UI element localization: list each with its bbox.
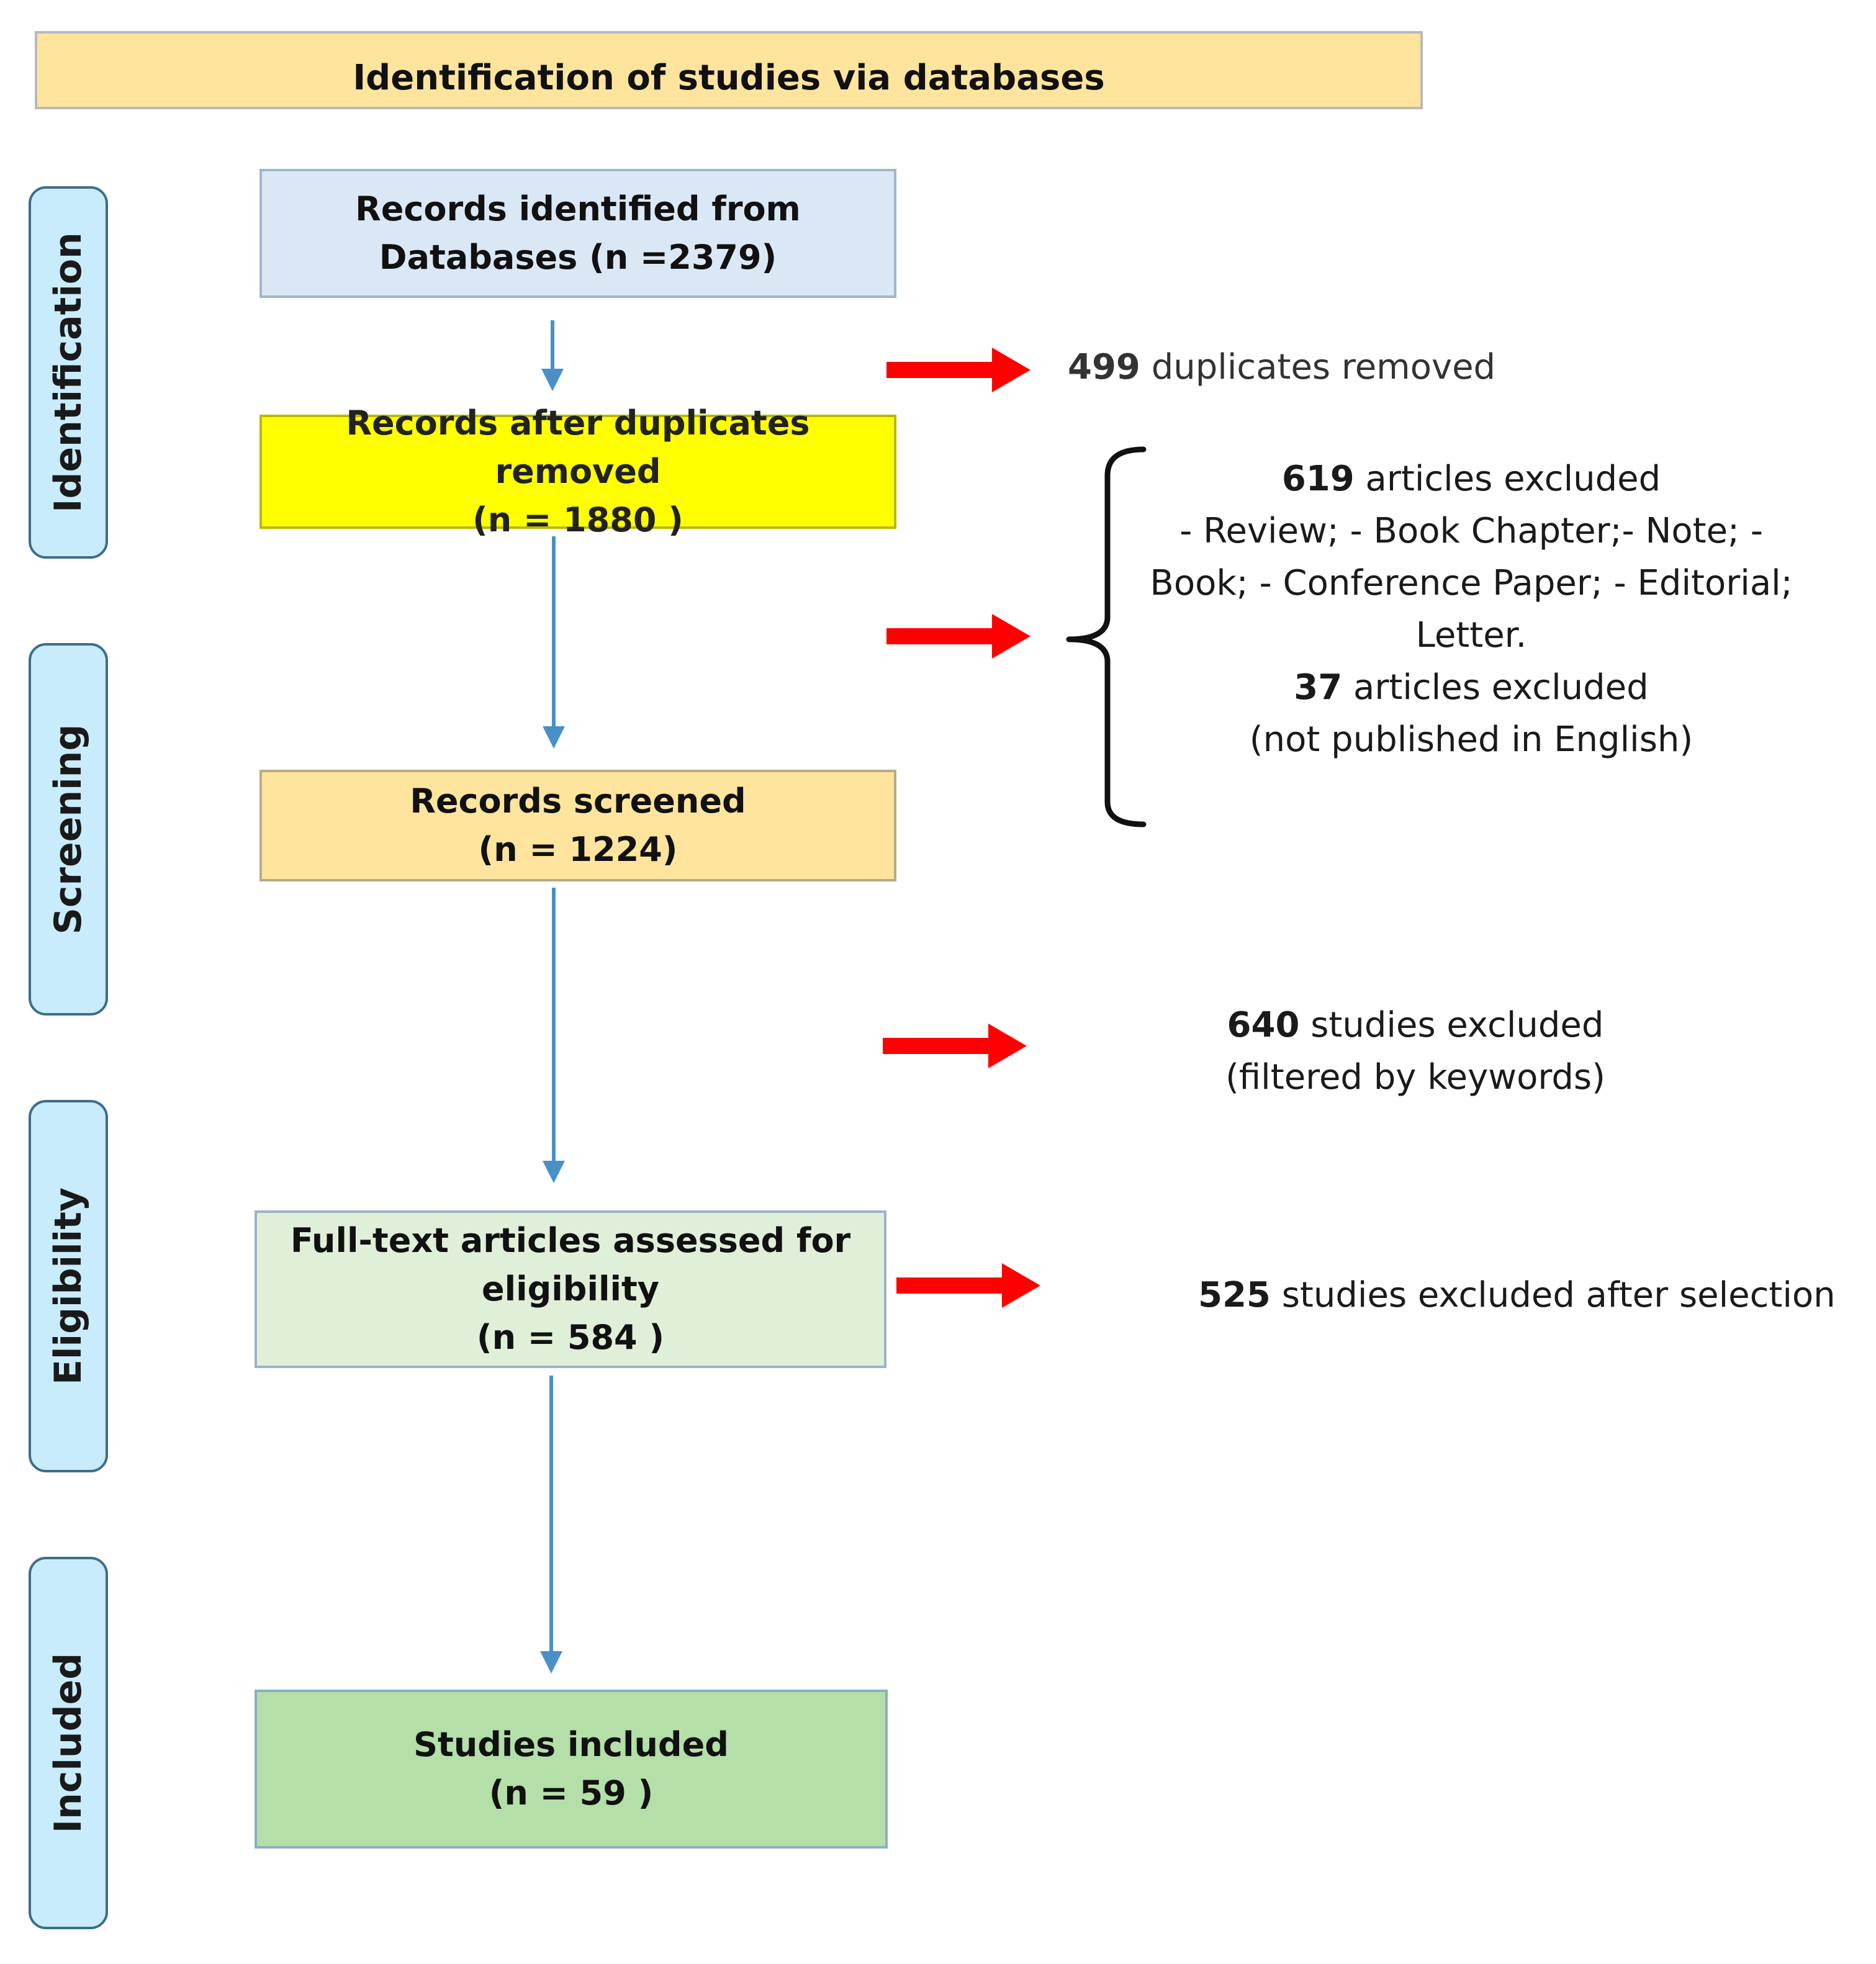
records-screened-line2: (n = 1224) (478, 830, 678, 869)
stage-screening: Screening (29, 643, 108, 1016)
keywords-excluded-count: 640 (1227, 1005, 1300, 1045)
header-title: Identification of studies via databases (353, 57, 1105, 98)
duplicates-count: 499 (1068, 347, 1140, 387)
type-excluded-detail-2: Book; - Conference Paper; - Editorial; (1150, 563, 1793, 603)
exclusion-arrow-selection (896, 1263, 1040, 1308)
exclusion-brace (1066, 446, 1147, 827)
language-excluded-text: articles excluded (1342, 667, 1649, 708)
duplicates-removed-note: 499 duplicates removed (1068, 341, 1552, 394)
full-text-line1: Full-text articles assessed for (290, 1220, 851, 1260)
language-excluded-detail: (not published in English) (1249, 719, 1693, 760)
records-screened-box: Records screened (n = 1224) (259, 770, 896, 881)
records-after-duplicates-line1: Records after duplicates removed (346, 403, 810, 491)
language-excluded-count: 37 (1294, 667, 1343, 708)
studies-included-box: Studies included (n = 59 ) (255, 1690, 888, 1849)
type-excluded-text: articles excluded (1354, 459, 1661, 499)
stage-eligibility: Eligibility (29, 1100, 108, 1472)
selection-excluded-text: studies excluded after selection (1270, 1275, 1836, 1315)
stage-identification: Identification (29, 186, 108, 559)
records-identified-box: Records identified from Databases (n =23… (259, 169, 896, 298)
full-text-line3: (n = 584 ) (476, 1318, 665, 1358)
type-language-exclusion-note: 619 articles excluded - Review; - Book C… (1117, 453, 1825, 766)
exclusion-arrow-duplicates (886, 348, 1030, 392)
records-screened-line1: Records screened (410, 781, 746, 821)
diagram-header: Identification of studies via databases (35, 31, 1423, 109)
records-after-duplicates-line2: (n = 1880 ) (472, 500, 683, 540)
full-text-line2: eligibility (481, 1269, 659, 1309)
duplicates-text: duplicates removed (1140, 347, 1496, 387)
selection-exclusion-note: 525 studies excluded after selection (1198, 1269, 1862, 1322)
studies-included-line2: (n = 59 ) (489, 1773, 654, 1813)
full-text-assessed-box: Full-text articles assessed for eligibil… (255, 1210, 886, 1368)
keywords-excluded-detail: (filtered by keywords) (1225, 1057, 1605, 1097)
keywords-excluded-text: studies excluded (1299, 1005, 1604, 1045)
keywords-exclusion-note: 640 studies excluded (filtered by keywor… (1167, 999, 1664, 1104)
type-excluded-count: 619 (1281, 459, 1355, 499)
type-excluded-detail-1: - Review; - Book Chapter;- Note; - (1179, 511, 1763, 551)
records-identified-line2: Databases (n =2379) (379, 238, 777, 277)
type-excluded-detail-3: Letter. (1415, 615, 1527, 655)
selection-excluded-count: 525 (1198, 1275, 1271, 1315)
studies-included-line1: Studies included (413, 1724, 729, 1764)
exclusion-arrow-type (886, 614, 1030, 659)
stage-included: Included (29, 1557, 108, 1929)
records-after-duplicates-box: Records after duplicates removed (n = 18… (259, 403, 896, 539)
exclusion-arrow-keywords (883, 1024, 1027, 1068)
records-identified-line1: Records identified from (355, 189, 801, 228)
